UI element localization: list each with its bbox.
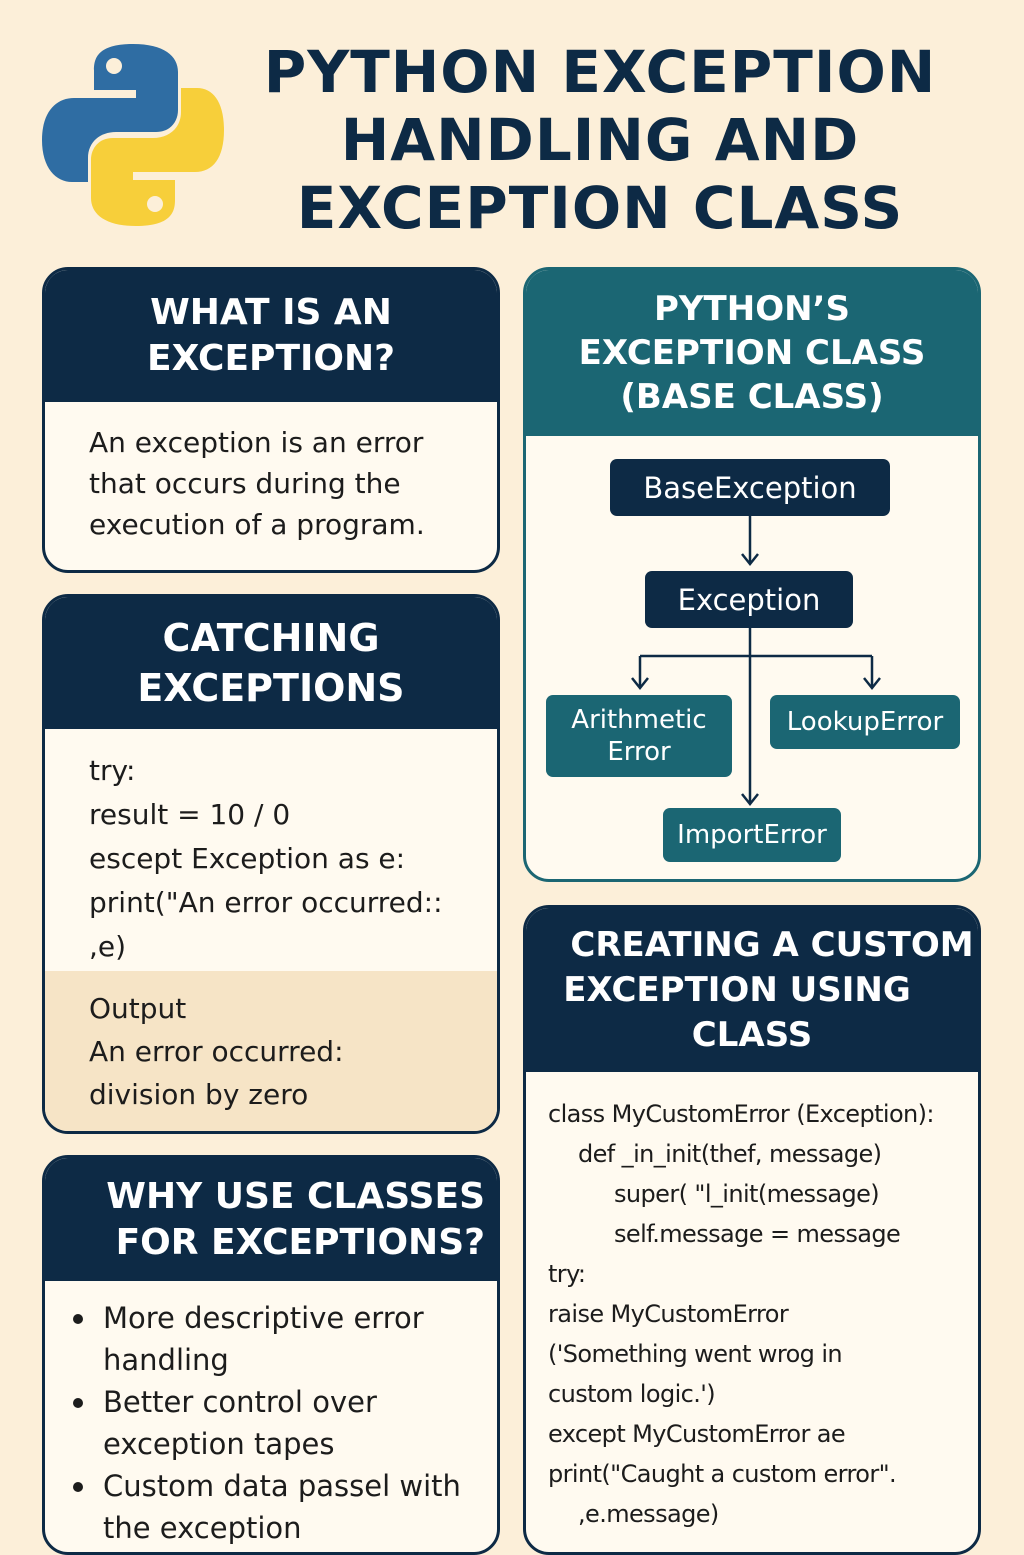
title-line-2: HANDLING AND bbox=[340, 106, 860, 174]
code-line: raise MyCustomError bbox=[548, 1300, 789, 1328]
code-line: class MyCustomError (Exception): bbox=[548, 1100, 935, 1128]
code-line: custom logic.') bbox=[548, 1380, 716, 1408]
list-item-line: More descriptive error bbox=[103, 1301, 424, 1335]
catching-exceptions-heading: CATCHING EXCEPTIONS bbox=[45, 597, 497, 729]
hierarchy-connectors bbox=[631, 516, 881, 807]
text-line: that occurs during the bbox=[89, 467, 401, 500]
code-line: def _in_init(thef, message) bbox=[578, 1140, 882, 1168]
list-item: Better control over exception tapes bbox=[45, 1381, 497, 1465]
text-line: An exception is an error bbox=[89, 426, 424, 459]
node-import-error: ImportError bbox=[663, 808, 841, 862]
heading-line: PYTHON’S bbox=[654, 289, 850, 329]
output-box: Output An error occurred: division by ze… bbox=[45, 971, 497, 1131]
catching-exceptions-card: CATCHING EXCEPTIONS try: result = 10 / 0… bbox=[42, 594, 500, 1134]
heading-line: CATCHING bbox=[162, 616, 380, 660]
node-base-exception: BaseException bbox=[610, 459, 890, 516]
output-line: An error occurred: bbox=[89, 1035, 344, 1068]
what-is-exception-card: WHAT IS AN EXCEPTION? An exception is an… bbox=[42, 267, 500, 573]
what-is-exception-text: An exception is an error that occurs dur… bbox=[45, 402, 497, 545]
list-item: More descriptive error handling bbox=[45, 1297, 497, 1381]
list-item-line: Custom data passel with bbox=[103, 1469, 461, 1503]
node-exception: Exception bbox=[645, 571, 853, 628]
base-class-heading: PYTHON’S EXCEPTION CLASS (BASE CLASS) bbox=[526, 270, 978, 436]
node-label-line: Arithmetic bbox=[571, 705, 707, 735]
custom-exception-card: CREATING A CUSTOM EXCEPTION USING CLASS … bbox=[523, 905, 981, 1555]
base-class-card: PYTHON’S EXCEPTION CLASS (BASE CLASS) Ba… bbox=[523, 267, 981, 882]
node-arithmetic-error: Arithmetic Error bbox=[546, 695, 732, 777]
code-line: try: bbox=[89, 754, 136, 787]
catching-code-block: try: result = 10 / 0 escept Exception as… bbox=[45, 729, 497, 969]
title-line-3: EXCEPTION CLASS bbox=[296, 174, 904, 242]
python-logo-icon bbox=[42, 44, 224, 226]
code-line: print("An error occurred:: bbox=[89, 886, 443, 919]
heading-line: WHY USE CLASSES bbox=[106, 1175, 485, 1217]
text-line: execution of a program. bbox=[89, 508, 425, 541]
code-line: self.message = message bbox=[614, 1220, 901, 1248]
node-label-line: Error bbox=[607, 737, 671, 767]
heading-line: CLASS bbox=[691, 1014, 813, 1055]
custom-code-block: class MyCustomError (Exception): def _in… bbox=[526, 1072, 978, 1534]
custom-exception-heading: CREATING A CUSTOM EXCEPTION USING CLASS bbox=[526, 908, 978, 1072]
list-item-line: Better control over bbox=[103, 1385, 377, 1419]
heading-line: FOR EXCEPTIONS? bbox=[115, 1221, 485, 1263]
output-label: Output bbox=[89, 992, 187, 1025]
heading-line: EXCEPTIONS bbox=[137, 666, 405, 710]
why-use-classes-card: WHY USE CLASSES FOR EXCEPTIONS? More des… bbox=[42, 1155, 500, 1555]
code-line: result = 10 / 0 bbox=[89, 798, 291, 831]
why-use-classes-heading: WHY USE CLASSES FOR EXCEPTIONS? bbox=[45, 1158, 497, 1281]
heading-line: EXCEPTION USING bbox=[563, 969, 911, 1010]
output-line: division by zero bbox=[89, 1078, 309, 1111]
heading-line: (BASE CLASS) bbox=[620, 377, 884, 417]
heading-line: EXCEPTION? bbox=[146, 338, 396, 379]
list-item-line: exception tapes bbox=[103, 1427, 335, 1461]
heading-line: CREATING A CUSTOM bbox=[570, 924, 974, 965]
code-line: super( "l_init(message) bbox=[614, 1180, 880, 1208]
code-line: escept Exception as e: bbox=[89, 842, 406, 875]
code-line: except MyCustomError ae bbox=[548, 1420, 846, 1448]
heading-line: EXCEPTION CLASS bbox=[578, 333, 926, 373]
code-line: try: bbox=[548, 1260, 586, 1288]
code-line: print("Caught a custom error". bbox=[548, 1460, 897, 1488]
list-item-line: the exception bbox=[103, 1511, 302, 1545]
code-line: ,e.message) bbox=[578, 1500, 719, 1528]
what-is-exception-heading: WHAT IS AN EXCEPTION? bbox=[45, 270, 497, 402]
page-title: PYTHON EXCEPTION HANDLING AND EXCEPTION … bbox=[250, 38, 950, 242]
list-item: Custom data passel with the exception bbox=[45, 1465, 497, 1549]
heading-line: WHAT IS AN bbox=[150, 292, 392, 333]
list-item-line: handling bbox=[103, 1343, 229, 1377]
node-lookup-error: LookupError bbox=[770, 695, 960, 749]
why-use-classes-list: More descriptive error handling Better c… bbox=[45, 1281, 497, 1549]
code-line: ('Something went wrog in bbox=[548, 1340, 843, 1368]
title-line-1: PYTHON EXCEPTION bbox=[263, 38, 937, 106]
code-line: ,e) bbox=[89, 930, 127, 963]
